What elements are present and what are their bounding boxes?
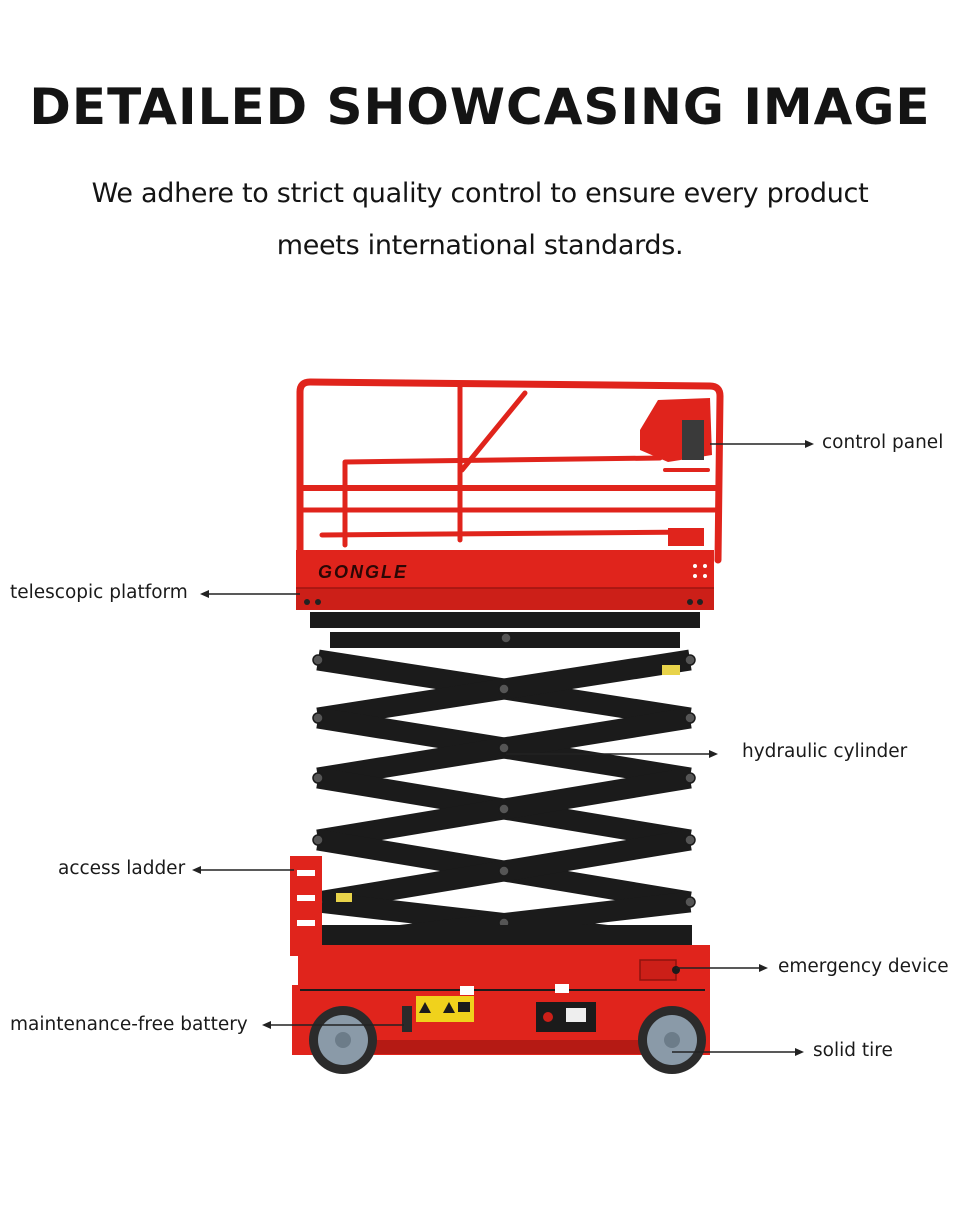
callout-emergency-device: emergency device — [778, 956, 949, 977]
battery-hatch — [402, 1006, 412, 1032]
subtitle-line-2: meets international standards. — [276, 230, 684, 261]
emergency-button — [639, 959, 680, 981]
page-subtitle: We adhere to strict quality control to e… — [80, 168, 880, 272]
scissor-pins — [312, 632, 696, 929]
brand-logo: GONGLE — [318, 562, 408, 582]
platform-deck — [296, 550, 714, 628]
warning-sticker — [662, 665, 680, 675]
callout-solid-tire: solid tire — [813, 1040, 893, 1061]
callout-access-ladder: access ladder — [58, 858, 186, 879]
callout-hydraulic-cylinder: hydraulic cylinder — [742, 741, 908, 762]
tire-left — [309, 1006, 377, 1074]
callout-telescopic-platform: telescopic platform — [10, 582, 188, 603]
control-box — [640, 398, 712, 546]
tire-right — [638, 1006, 706, 1074]
guard-rail — [296, 378, 724, 564]
callout-arrows — [192, 440, 814, 1056]
warning-sticker — [336, 893, 352, 902]
callout-control-panel: control panel — [822, 432, 944, 453]
power-panel — [536, 1002, 596, 1032]
access-ladder — [290, 856, 322, 956]
callout-maintenance-free-battery: maintenance-free battery — [10, 1014, 248, 1035]
page-title: DETAILED SHOWCASING IMAGE — [29, 78, 931, 136]
subtitle-line-1: We adhere to strict quality control to e… — [91, 178, 869, 209]
battery-warning-label — [416, 996, 474, 1022]
